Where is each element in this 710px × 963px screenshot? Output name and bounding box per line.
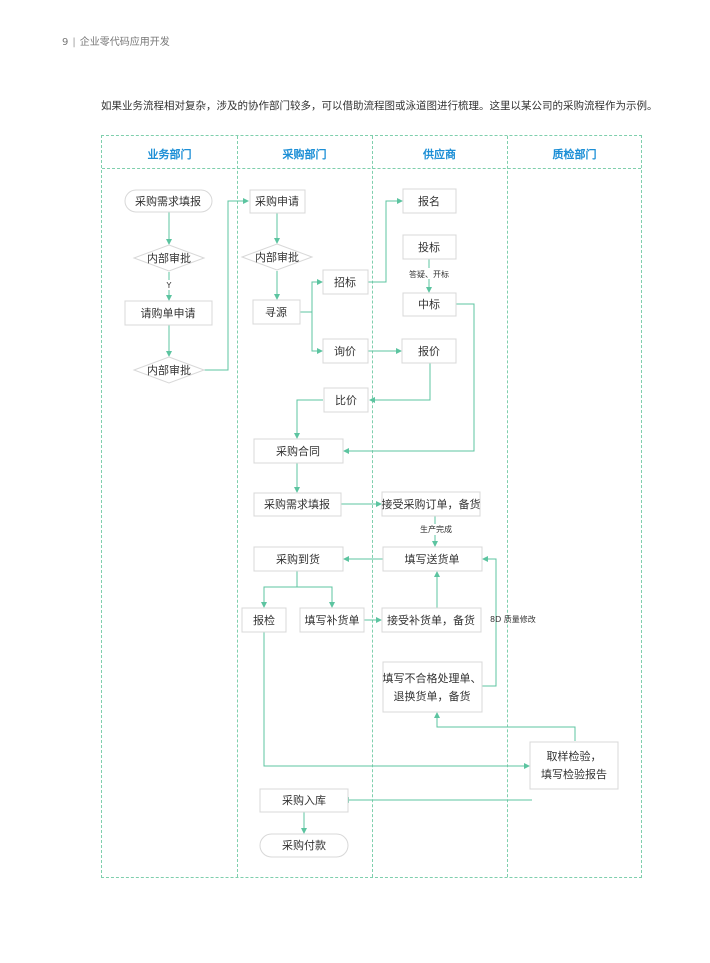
edge xyxy=(311,312,323,354)
node-delivery-note-shape xyxy=(382,546,483,572)
node-inquiry: 询价 xyxy=(334,345,356,358)
flow-nodes xyxy=(124,188,619,858)
lane-header-divider xyxy=(102,168,641,169)
node-approve2-shape xyxy=(132,356,206,384)
node-req-fill-shape xyxy=(124,189,213,213)
node-contract: 采购合同 xyxy=(276,444,320,458)
node-purchase-apply-shape xyxy=(249,189,306,214)
edge xyxy=(263,632,530,769)
node-nonconform-shape xyxy=(382,661,483,713)
lane-divider xyxy=(237,136,238,877)
lane-title-quality: 质检部门 xyxy=(552,148,597,161)
edge xyxy=(203,198,249,371)
lane-divider xyxy=(507,136,508,877)
node-source: 寻源 xyxy=(265,305,287,319)
edge-label-produced: 生产完成 xyxy=(420,524,452,534)
lane-title-purchasing: 采购部门 xyxy=(282,148,327,161)
node-win-shape xyxy=(402,292,457,317)
node-source-shape xyxy=(252,299,301,325)
edge xyxy=(261,571,298,608)
node-approve1-shape xyxy=(132,244,206,272)
node-payment: 采购付款 xyxy=(282,838,326,852)
node-quote: 报价 xyxy=(418,344,440,358)
node-report-inspect: 报检 xyxy=(253,613,275,627)
edge-label-bg xyxy=(406,268,452,279)
edge xyxy=(294,399,323,439)
node-demand-fill-shape xyxy=(253,492,342,517)
node-quote-shape xyxy=(401,338,457,364)
page-header: 9|企业零代码应用开发 xyxy=(62,33,170,48)
edge-label-qa-open: 答疑、开标 xyxy=(409,269,449,279)
lane-title-supplier: 供应商 xyxy=(423,148,456,161)
node-bid-shape xyxy=(402,234,457,260)
node-nonconform-line2: 退换货单，备货 xyxy=(394,689,471,703)
edge xyxy=(369,363,431,403)
node-accept-order-shape xyxy=(381,491,481,517)
swimlane-frame: 业务部门 采购部门 供应商 质检部门 xyxy=(101,135,642,878)
node-compare: 比价 xyxy=(335,394,357,407)
node-inquiry-shape xyxy=(322,338,369,364)
node-accept-replenish: 接受补货单，备货 xyxy=(387,613,475,627)
node-payment-shape xyxy=(259,833,349,858)
node-report-inspect-shape xyxy=(241,607,287,633)
node-tender: 招标 xyxy=(334,275,356,289)
node-req-form: 请购单申请 xyxy=(141,306,196,320)
node-approve3-shape xyxy=(240,243,314,271)
edge xyxy=(482,556,497,687)
node-tender-shape xyxy=(322,269,369,295)
edge xyxy=(300,279,323,313)
node-purchase-apply: 采购申请 xyxy=(255,194,299,208)
edge xyxy=(434,712,576,741)
header-separator: | xyxy=(72,37,76,48)
lane-title-business: 业务部门 xyxy=(147,148,192,161)
node-accept-replenish-shape xyxy=(381,607,482,633)
node-warehouse-shape xyxy=(259,788,349,813)
edge-label-bg xyxy=(163,280,175,290)
node-warehouse: 采购入库 xyxy=(282,793,326,807)
node-sample-line1: 取样检验， xyxy=(547,749,602,763)
node-contract-shape xyxy=(253,438,344,464)
node-req-fill: 采购需求填报 xyxy=(135,194,201,208)
node-delivery-note: 填写送货单 xyxy=(405,552,460,566)
node-arrival-shape xyxy=(253,546,344,572)
edge-label-quality-fix: 8D 质量修改 xyxy=(490,614,536,624)
node-sample-shape xyxy=(529,741,619,790)
flow-edges xyxy=(166,198,576,834)
edge xyxy=(297,586,335,608)
node-sample-line2: 填写检验报告 xyxy=(541,767,607,781)
node-win: 中标 xyxy=(418,297,440,311)
edge-label-bg xyxy=(416,524,456,535)
node-arrival: 采购到货 xyxy=(276,552,320,566)
node-demand-fill: 采购需求填报 xyxy=(264,497,330,511)
node-req-form-shape xyxy=(124,300,213,326)
node-approve1: 内部审批 xyxy=(147,251,191,265)
intro-paragraph: 如果业务流程相对复杂，涉及的协作部门较多，可以借助流程图或泳道图进行梳理。这里以… xyxy=(101,100,658,112)
header-title: 企业零代码应用开发 xyxy=(79,37,170,48)
node-compare-shape xyxy=(323,387,369,413)
edge-label-yes: Y xyxy=(166,281,172,290)
lane-divider xyxy=(372,136,373,877)
node-replenish-shape xyxy=(299,607,365,633)
node-accept-order: 接受采购订单，备货 xyxy=(382,497,481,511)
node-approve3: 内部审批 xyxy=(255,250,299,264)
node-approve2: 内部审批 xyxy=(147,363,191,377)
edge xyxy=(368,198,403,283)
edge xyxy=(343,303,475,454)
node-bid: 投标 xyxy=(418,240,440,254)
node-signup-shape xyxy=(402,188,457,214)
node-signup: 报名 xyxy=(418,194,440,208)
node-replenish: 填写补货单 xyxy=(305,613,360,627)
node-nonconform-line1: 填写不合格处理单、 xyxy=(383,671,482,685)
page-number: 9 xyxy=(62,37,69,48)
